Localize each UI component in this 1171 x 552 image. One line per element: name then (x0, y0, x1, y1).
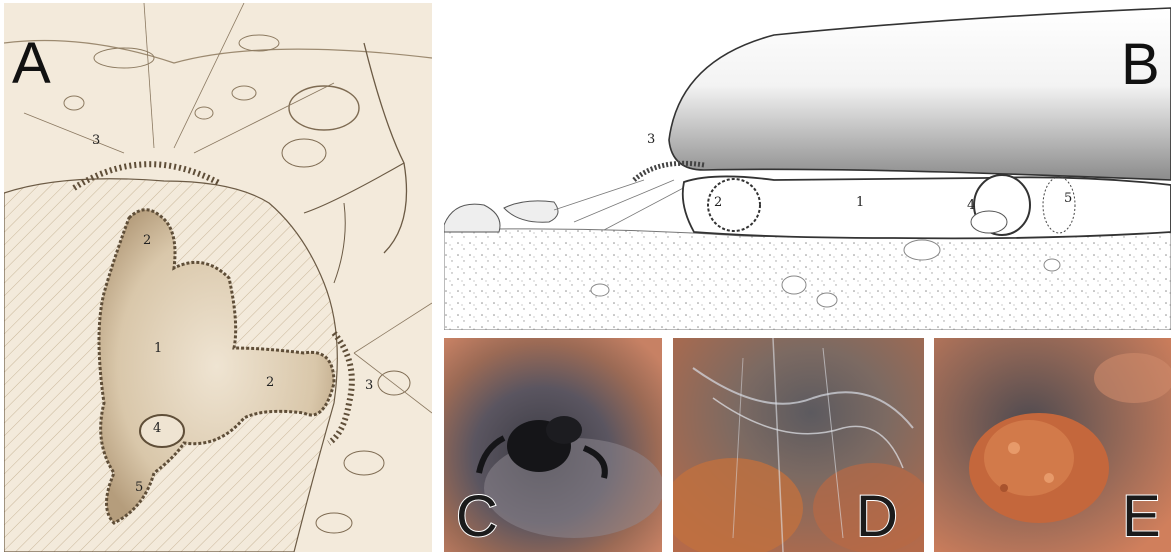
label-a-1: 1 (154, 342, 162, 355)
panel-b-letter: B (1121, 36, 1160, 94)
label-a-5: 5 (135, 481, 143, 494)
label-a-3-top: 3 (92, 134, 100, 147)
panel-a-burrow-sketch: A 3 2 1 2 3 4 5 (4, 3, 432, 552)
panel-c-letter: C (456, 488, 498, 546)
panel-b-burrow-section: B 3 2 1 4 5 (444, 0, 1171, 330)
label-b-4: 4 (967, 199, 975, 212)
panel-e-letter: E (1122, 488, 1161, 546)
panel-c-photo-spider-in-burrow: C (444, 338, 662, 552)
panel-a-letter: A (12, 35, 51, 93)
label-a-2-top: 2 (143, 234, 151, 247)
panel-d-photo-silk-web: D (673, 338, 924, 552)
panel-d-letter: D (856, 488, 898, 546)
burrow-plan-drawing (4, 3, 432, 552)
label-b-5: 5 (1064, 192, 1072, 205)
panel-e-photo-plugged-burrow: E (934, 338, 1171, 552)
label-a-2-right: 2 (266, 376, 274, 389)
label-a-3-right: 3 (365, 379, 373, 392)
label-b-1: 1 (856, 196, 864, 209)
label-b-3: 3 (647, 133, 655, 146)
label-b-2: 2 (714, 196, 722, 209)
burrow-section-drawing (444, 0, 1171, 330)
label-a-4: 4 (153, 422, 161, 435)
